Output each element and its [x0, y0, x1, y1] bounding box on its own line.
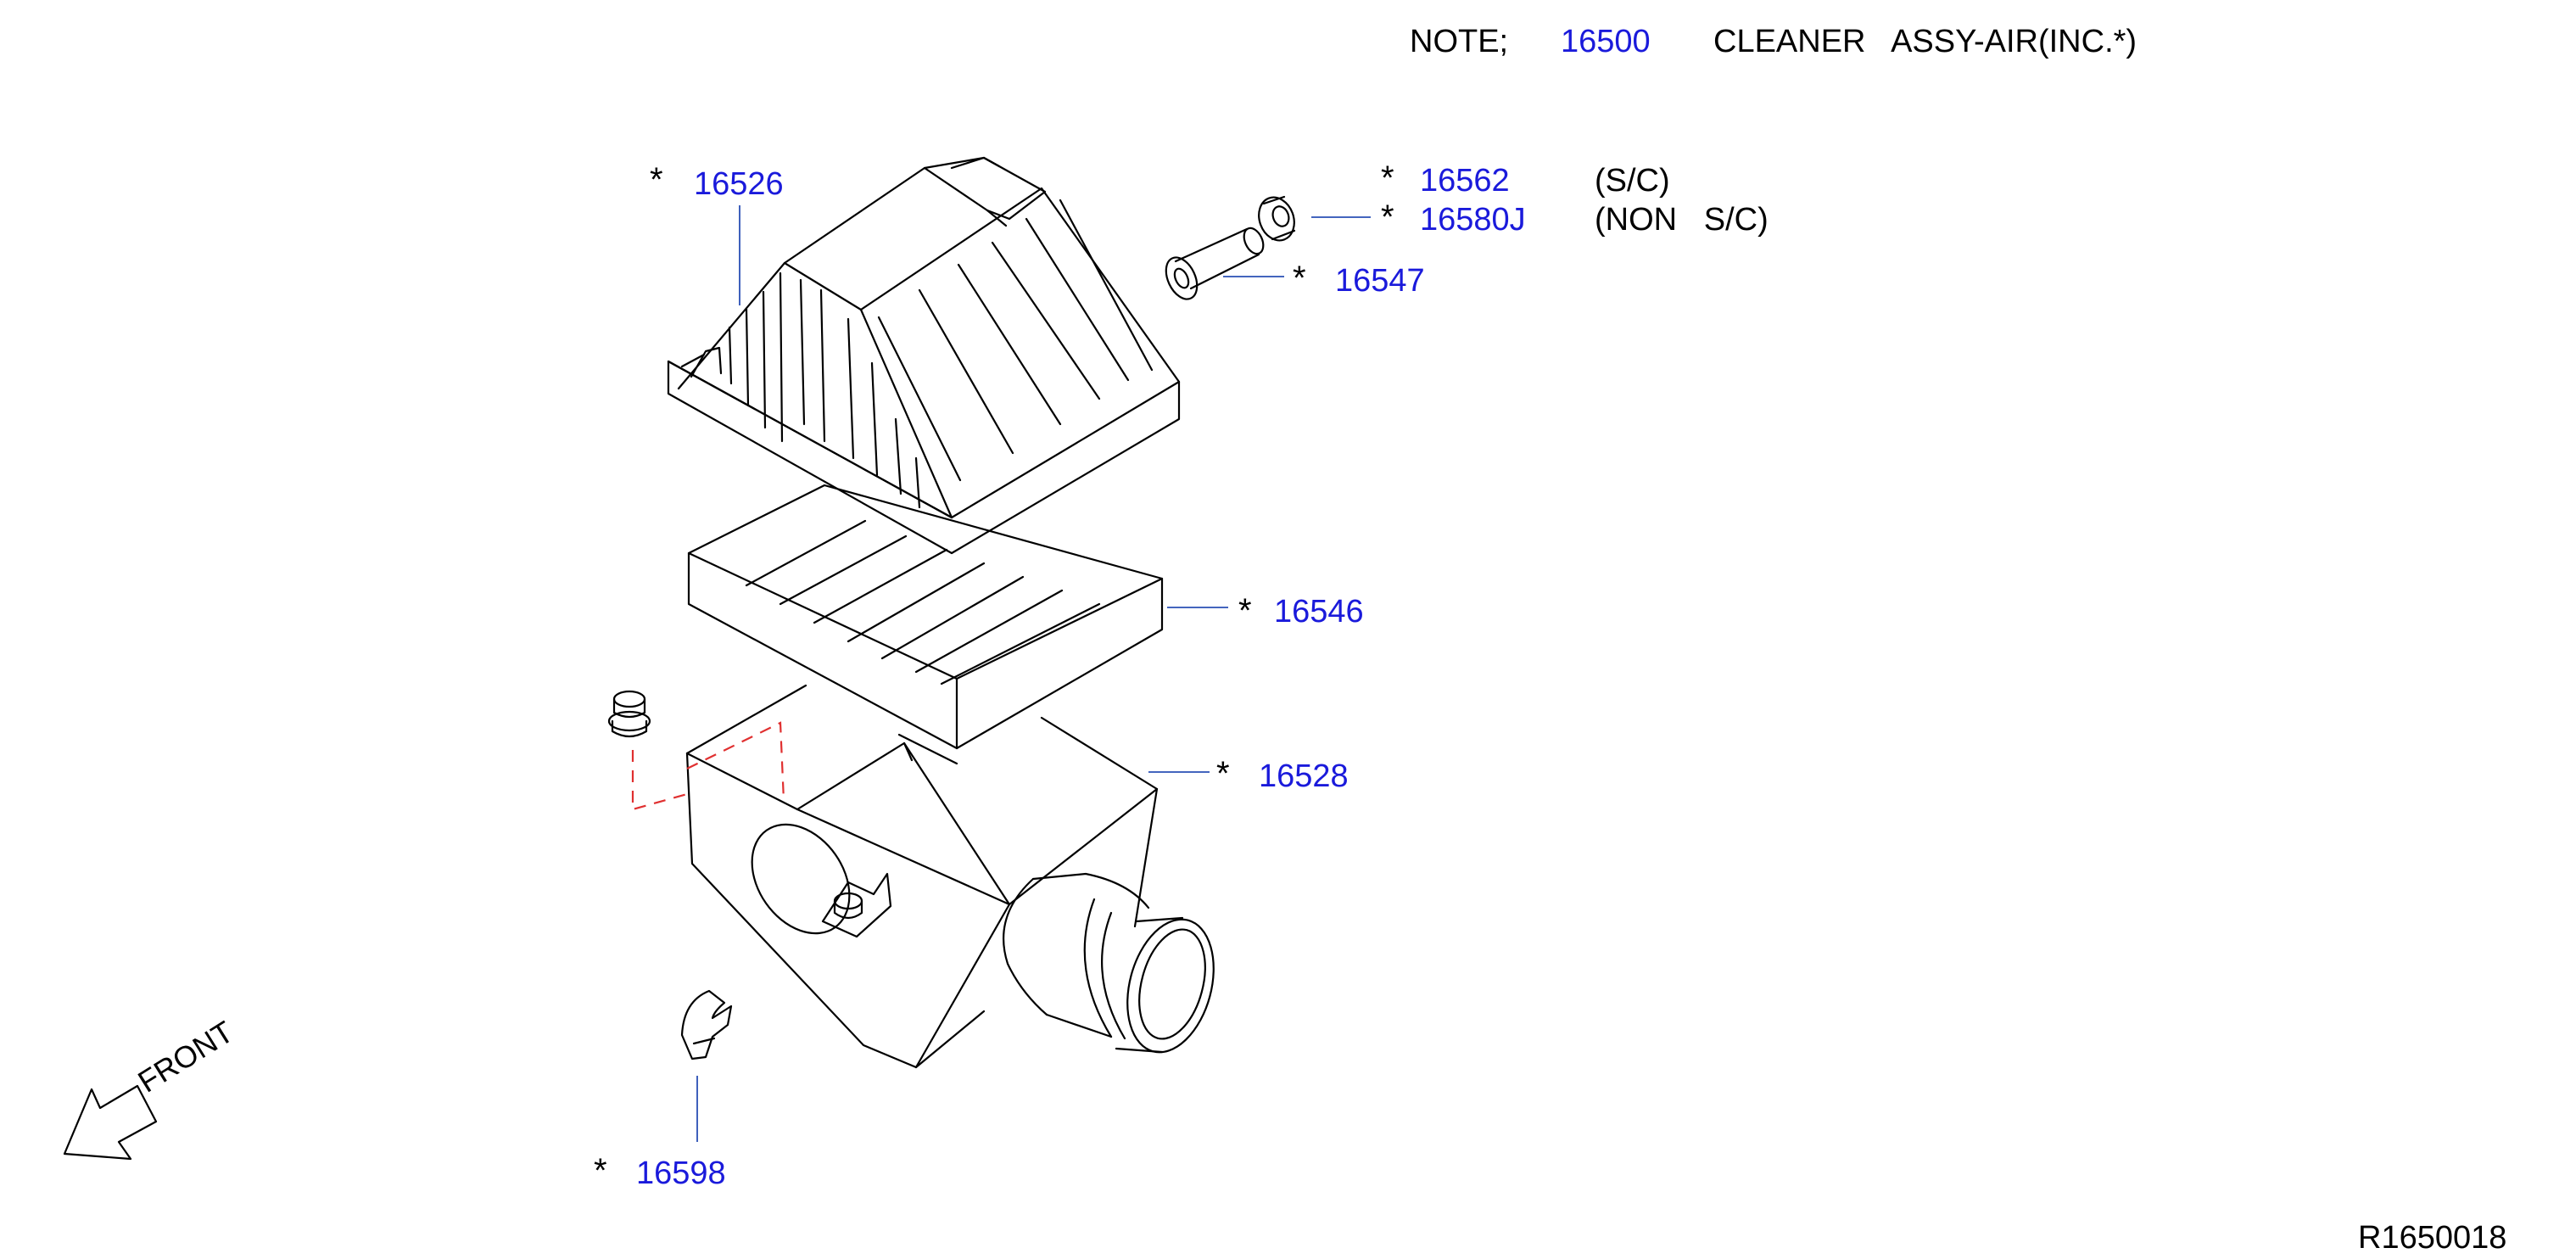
callout-star: * — [1238, 592, 1252, 630]
callout-star: * — [1381, 159, 1394, 197]
part-number-upper-cover[interactable]: 16526 — [694, 166, 784, 202]
part-number-bolt-non-sc[interactable]: 16580J — [1420, 202, 1526, 238]
part-number-collar[interactable]: 16547 — [1335, 263, 1425, 299]
part-number-clip[interactable]: 16598 — [636, 1155, 726, 1191]
assy-part-number[interactable]: 16500 — [1561, 24, 1651, 59]
callout-star: * — [1381, 199, 1394, 236]
assy-description: CLEANER ASSY-AIR(INC.*) — [1713, 24, 2137, 59]
filter-element-drawing — [687, 484, 1164, 750]
note-non-sc: (NON S/C) — [1595, 202, 1769, 238]
figure-id: R1650018 — [2358, 1220, 2507, 1256]
part-number-lower-body[interactable]: 16528 — [1259, 758, 1349, 794]
lower-body-drawing — [685, 684, 1215, 1069]
bolt-drawing — [1258, 195, 1296, 242]
clip-drawing — [680, 989, 733, 1060]
part-number-filter-element[interactable]: 16546 — [1274, 594, 1364, 630]
part-number-bolt-sc[interactable]: 16562 — [1420, 163, 1510, 199]
note-sc: (S/C) — [1595, 163, 1670, 199]
collar-drawing — [1165, 227, 1265, 300]
callout-star: * — [1293, 260, 1306, 297]
callout-star: * — [1216, 755, 1230, 792]
callout-star: * — [650, 161, 663, 199]
callout-star: * — [594, 1152, 607, 1189]
grommet-drawing — [607, 690, 651, 738]
hidden-lines — [631, 721, 785, 811]
upper-cover-drawing — [667, 156, 1181, 555]
note-label: NOTE; — [1410, 24, 1509, 59]
leader-lines — [696, 205, 1371, 1142]
front-arrow-drawing — [63, 1084, 158, 1161]
